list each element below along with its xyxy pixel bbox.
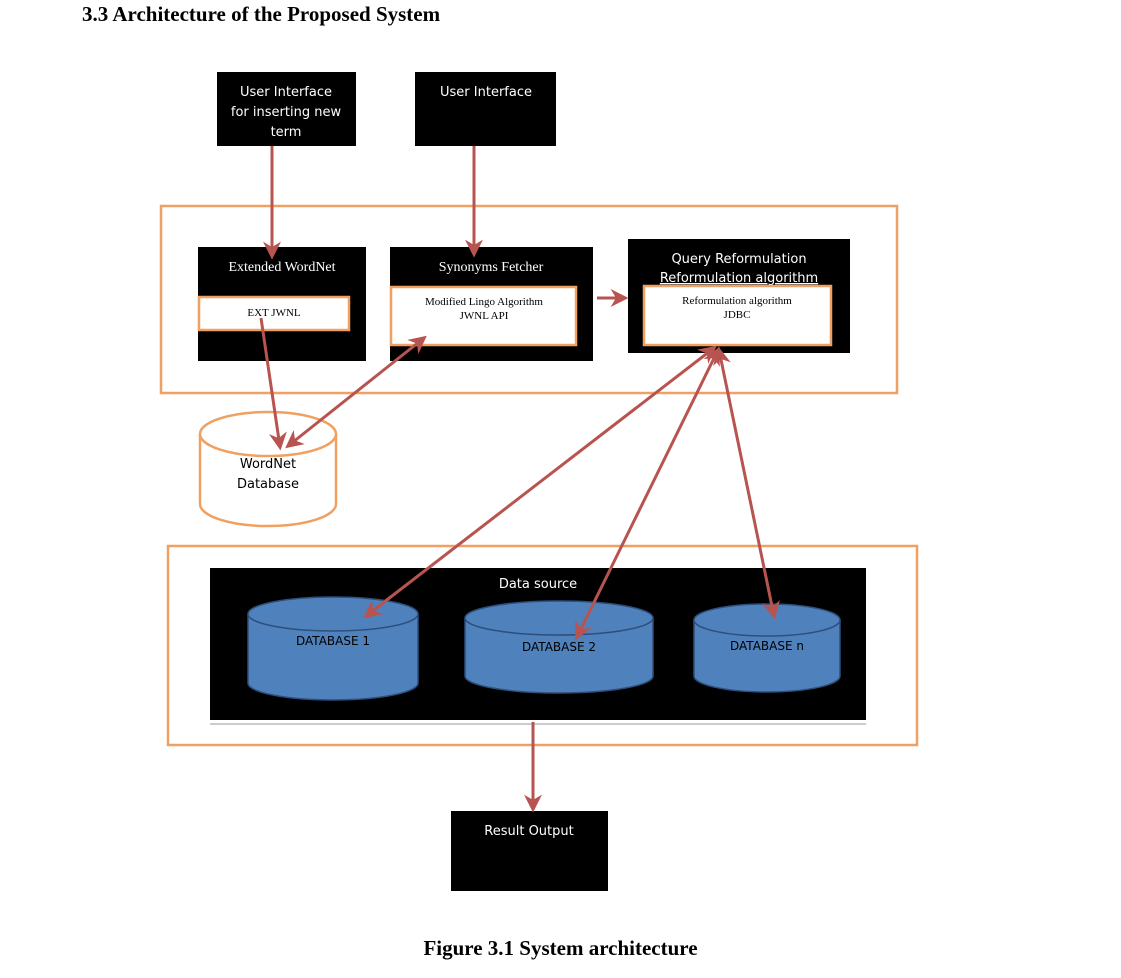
ui-search-label: User Interface xyxy=(440,85,532,100)
query-reformulation-subtitle: Reformulation algorithm xyxy=(660,271,818,286)
wordnet-db-line-1: WordNet xyxy=(240,457,296,472)
arrow-reformulation-database-n xyxy=(713,346,780,620)
query-reformulation-title: Query Reformulation xyxy=(671,252,806,267)
modified-lingo-label: Modified Lingo Algorithm xyxy=(425,296,543,308)
result-output-label: Result Output xyxy=(484,824,573,839)
query-reformulation-box: Query Reformulation Reformulation algori… xyxy=(628,239,850,353)
extended-wordnet-box: Extended WordNet EXT JWNL xyxy=(197,247,366,361)
ui-insert-box: User Interface for inserting new term xyxy=(217,72,356,146)
result-output-box: Result Output xyxy=(451,811,608,891)
jwnl-api-label: JWNL API xyxy=(460,310,509,322)
ui-insert-line-3: term xyxy=(271,125,302,140)
ui-insert-line-1: User Interface xyxy=(240,85,332,100)
database-2-label: DATABASE 2 xyxy=(522,640,596,654)
synonyms-fetcher-title: Synonyms Fetcher xyxy=(439,260,544,275)
jdbc-label: JDBC xyxy=(724,309,751,321)
ui-search-box: User Interface xyxy=(415,72,556,146)
figure-caption: Figure 3.1 System architecture xyxy=(423,936,698,960)
ext-jwnl-label: EXT JWNL xyxy=(247,307,301,319)
wordnet-database-cylinder: WordNet Database xyxy=(198,410,338,528)
wordnet-db-line-2: Database xyxy=(237,477,299,492)
extended-wordnet-title: Extended WordNet xyxy=(228,260,335,275)
ui-insert-line-2: for inserting new xyxy=(231,105,342,120)
database-2-cylinder: DATABASE 2 xyxy=(464,600,654,694)
database-n-cylinder: DATABASE n xyxy=(693,603,841,693)
arrow-ext-jwnl-to-wordnet-db xyxy=(259,317,287,451)
arrow-reformulation-database-2 xyxy=(575,346,720,641)
database-1-cylinder: DATABASE 1 xyxy=(247,596,419,701)
database-1-label: DATABASE 1 xyxy=(296,634,370,648)
data-source-label: Data source xyxy=(499,577,577,592)
synonyms-fetcher-box: Synonyms Fetcher Modified Lingo Algorith… xyxy=(389,247,593,361)
section-heading: 3.3 Architecture of the Proposed System xyxy=(82,2,441,26)
database-n-label: DATABASE n xyxy=(730,639,804,653)
reformulation-algorithm-label: Reformulation algorithm xyxy=(682,295,792,307)
